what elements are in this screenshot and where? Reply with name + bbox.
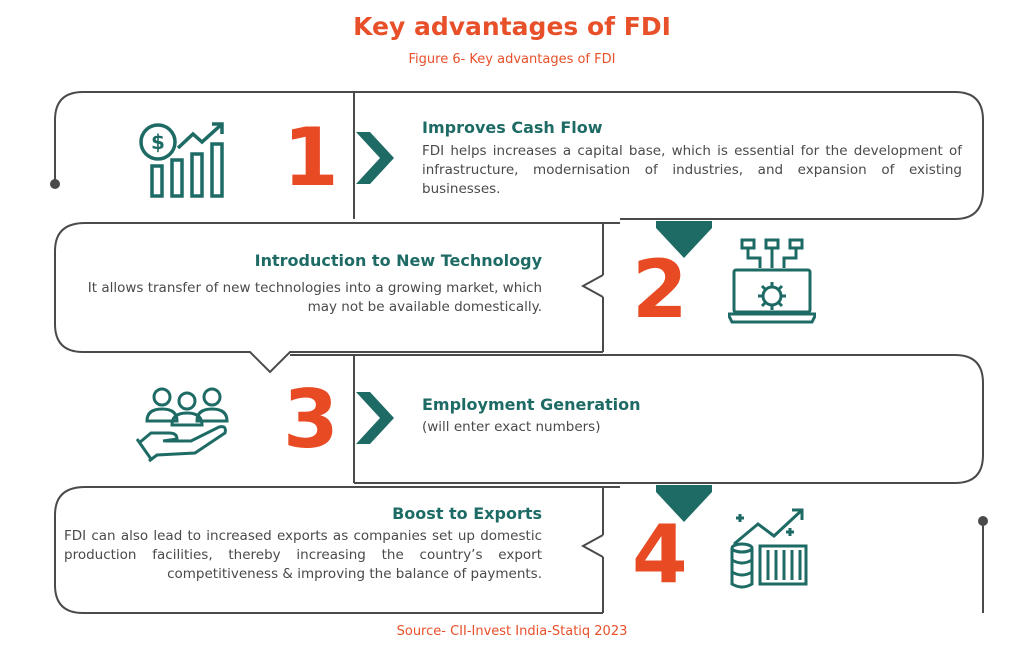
start-dot [50,179,60,189]
row-4-outline [54,486,620,614]
coins-container-growth-icon [728,504,812,594]
people-hand-icon [135,385,233,467]
step-heading-1: Improves Cash Flow [422,118,603,137]
row-1-outline [54,91,984,220]
chevron-down-2 [656,221,712,258]
step-body-1: FDI helps increases a capital base, whic… [422,143,962,197]
chevron-right-1 [356,132,394,184]
step-body-3: (will enter exact numbers) [422,419,601,435]
figure-caption: Figure 6- Key advantages of FDI [408,52,616,67]
step-number-4: 4 [632,508,688,601]
dollar-growth-chart-icon: $ [138,120,228,202]
page-title: Key advantages of FDI [353,12,671,41]
step-number-1: 1 [283,111,339,204]
chevron-right-3 [356,392,394,444]
step-body-4: FDI can also lead to increased exports a… [64,528,542,582]
step-body-2: It allows transfer of new technologies i… [87,280,542,315]
step-number-2: 2 [632,243,688,336]
step-number-3: 3 [283,373,339,466]
chevron-down-4 [656,485,712,522]
end-dot [978,516,988,526]
step-heading-3: Employment Generation [422,395,641,414]
svg-text:$: $ [151,130,165,154]
step-heading-4: Boost to Exports [392,504,542,523]
step-heading-2: Introduction to New Technology [254,251,542,270]
laptop-gear-network-icon [725,238,819,328]
source-note: Source- CII-Invest India-Statiq 2023 [396,624,628,639]
row-3-outline [290,354,984,484]
row-2-outline [54,222,620,374]
